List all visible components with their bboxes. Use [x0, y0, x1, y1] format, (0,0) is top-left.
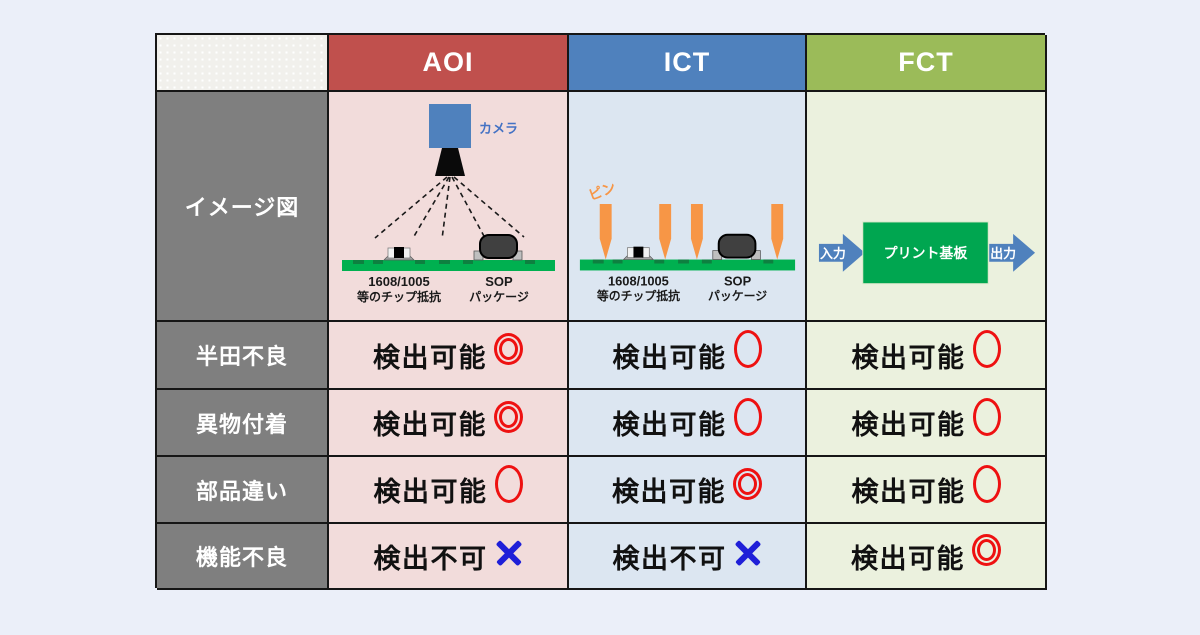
result-cell-function-fct: 検出可能	[807, 524, 1047, 590]
test-pins-icon	[599, 204, 784, 260]
result-cell-foreign-aoi: 検出可能	[329, 390, 569, 457]
chip-label-line2: 等のチップ抵抗	[596, 289, 680, 303]
result-mark-icon	[972, 464, 1001, 503]
sop-label-line1: SOP	[724, 273, 752, 288]
result-text: 検出可能	[612, 410, 727, 440]
chip-resistor-icon	[622, 246, 655, 260]
result-mark-icon	[733, 330, 762, 368]
row-label-foreign-matter: 異物付着	[157, 390, 329, 457]
result-mark-icon	[494, 400, 523, 433]
result-mark-icon	[972, 330, 1001, 368]
result-text: 検出可能	[851, 543, 965, 574]
row-label-image: イメージ図	[157, 92, 329, 322]
result-cell-solder-ict: 検出可能	[569, 322, 807, 390]
result-cell-function-aoi: 検出不可	[329, 524, 569, 590]
ict-diagram: ピン	[569, 92, 807, 322]
output-arrow-icon	[989, 233, 1036, 272]
camera-icon	[429, 104, 471, 148]
inspection-comparison-table: AOI ICT FCT イメージ図 カメラ	[155, 33, 1047, 590]
sop-label-line2: パッケージ	[708, 289, 767, 303]
result-cell-foreign-fct: 検出可能	[807, 390, 1047, 457]
result-cell-wrongpart-ict: 検出可能	[569, 457, 807, 524]
pin-label: ピン	[586, 179, 618, 204]
sop-label-line1: SOP	[485, 274, 513, 289]
camera-lens-cone-icon	[435, 148, 465, 176]
camera-label: カメラ	[479, 121, 518, 136]
pcb-pads	[353, 260, 535, 264]
board-label: プリント基板	[884, 245, 968, 261]
result-text: 検出可能	[851, 342, 966, 373]
camera-rays-icon	[374, 176, 525, 240]
result-cell-solder-aoi: 検出可能	[329, 322, 569, 390]
result-text: 検出不可	[373, 543, 488, 574]
pcb-board-block	[862, 221, 989, 285]
column-header-fct: FCT	[807, 35, 1047, 92]
result-mark-icon	[494, 333, 523, 365]
input-arrow-icon	[818, 233, 865, 272]
result-text: 検出可能	[612, 342, 727, 373]
corner-cell	[157, 35, 329, 92]
fct-diagram: 入力 プリント基板 出力	[807, 92, 1047, 322]
result-text: 検出可能	[373, 342, 487, 373]
aoi-camera-illustration: カメラ	[342, 104, 555, 304]
chip-label-line2: 等のチップ抵抗	[356, 289, 441, 304]
input-label: 入力	[820, 246, 846, 261]
result-text: 検出可能	[612, 477, 726, 507]
output-label: 出力	[990, 246, 1016, 261]
result-text: 検出可能	[373, 410, 487, 440]
result-text: 検出不可	[612, 543, 727, 574]
result-mark-icon	[494, 464, 523, 503]
column-header-ict: ICT	[569, 35, 807, 92]
aoi-diagram: カメラ	[329, 92, 569, 322]
result-mark-icon	[972, 534, 1001, 566]
result-mark-icon	[734, 539, 762, 567]
chip-label-line1: 1608/1005	[608, 273, 669, 288]
table-grid: AOI ICT FCT イメージ図 カメラ	[155, 33, 1047, 590]
pcb-strip	[579, 259, 796, 271]
fct-flow-illustration: 入力 プリント基板 出力	[818, 221, 1036, 285]
chip-label-line1: 1608/1005	[368, 274, 429, 289]
result-mark-icon	[972, 397, 1001, 436]
row-label-wrong-component: 部品違い	[157, 457, 329, 524]
result-cell-function-ict: 検出不可	[569, 524, 807, 590]
pcb-pads	[592, 259, 774, 264]
component-labels: 1608/1005 等のチップ抵抗 SOP パッケージ	[596, 273, 767, 303]
row-label-solder-defect: 半田不良	[157, 322, 329, 390]
result-mark-icon	[733, 397, 762, 436]
result-cell-wrongpart-fct: 検出可能	[807, 457, 1047, 524]
sop-label-line2: パッケージ	[469, 290, 529, 304]
result-cell-foreign-ict: 検出可能	[569, 390, 807, 457]
row-label-functional-defect: 機能不良	[157, 524, 329, 590]
result-text: 検出可能	[373, 477, 488, 507]
result-cell-solder-fct: 検出可能	[807, 322, 1047, 390]
sop-package-icon	[473, 234, 523, 261]
result-text: 検出可能	[851, 477, 966, 507]
result-cell-wrongpart-aoi: 検出可能	[329, 457, 569, 524]
ict-pins-illustration: ピン	[579, 179, 796, 303]
result-mark-icon	[733, 467, 762, 500]
column-header-aoi: AOI	[329, 35, 569, 92]
result-text: 検出可能	[851, 410, 966, 440]
pcb-strip	[342, 260, 555, 271]
component-labels: 1608/1005 等のチップ抵抗 SOP パッケージ	[356, 274, 529, 304]
result-mark-icon	[495, 539, 523, 567]
sop-package-icon	[712, 233, 761, 260]
chip-resistor-icon	[383, 247, 415, 261]
